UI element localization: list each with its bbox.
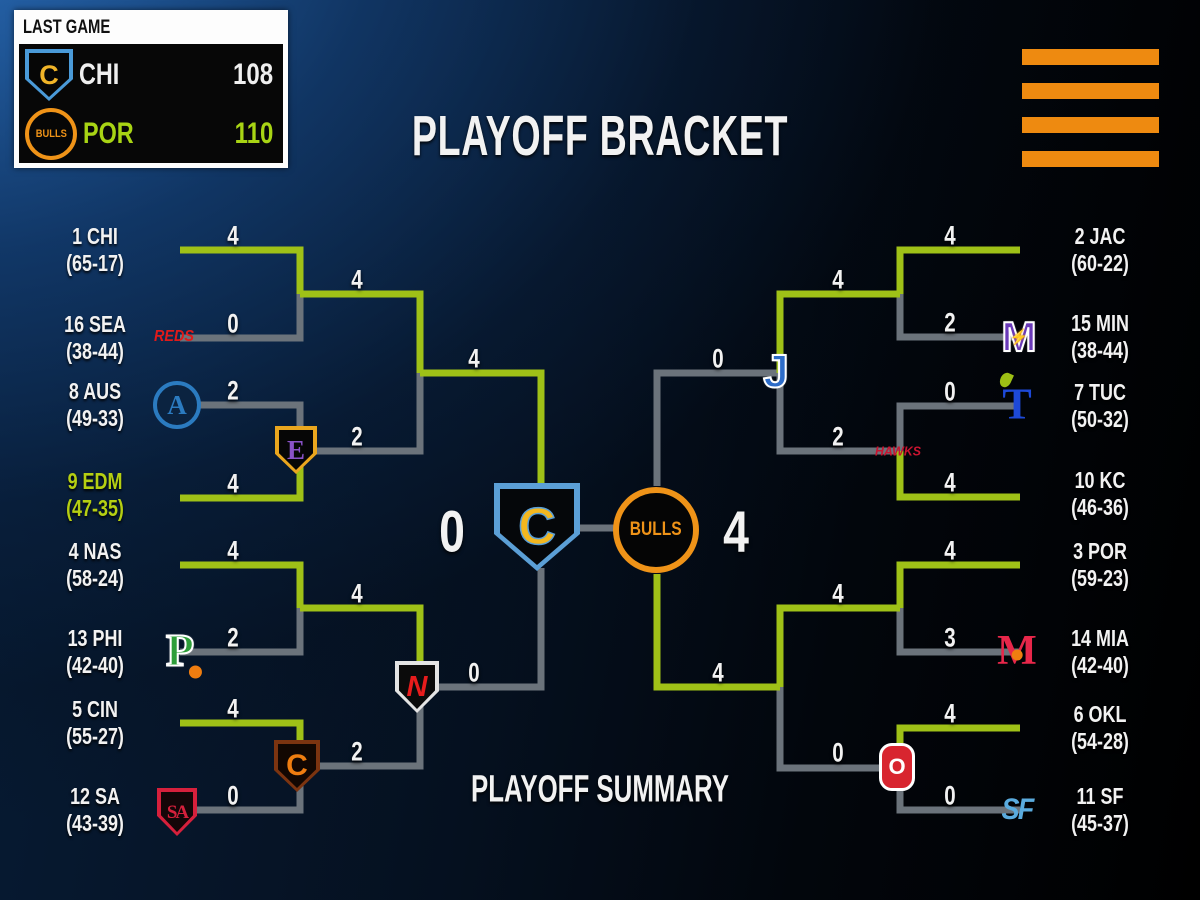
cin-logo-icon: C (274, 740, 320, 792)
series-score: 0 (468, 657, 480, 688)
last-game-team: POR (83, 117, 134, 150)
team-label-aus: 8 AUS(49-33) (66, 378, 124, 431)
last-game-score: 110 (234, 117, 273, 150)
series-score: 4 (944, 220, 956, 251)
series-score: 4 (227, 468, 239, 499)
team-label-edm: 9 EDM(47-35) (66, 468, 124, 521)
page-title: PLAYOFF BRACKET (411, 104, 789, 168)
tuc-logo-icon: T (997, 370, 1032, 430)
chi-crest-letter: C (39, 59, 59, 90)
por-finalist-crest-icon: BULLS (613, 487, 699, 573)
series-score: 4 (227, 220, 239, 251)
chi-crest-icon: C (25, 49, 73, 101)
bulls-crest-text: BULLS (35, 128, 67, 140)
sea-reds-logo-icon: REDS (153, 328, 195, 345)
nas-logo-icon: N (395, 661, 439, 713)
series-score: 0 (944, 780, 956, 811)
team-label-mia: 14 MIA(42-40) (1071, 625, 1129, 678)
last-game-score: 108 (232, 58, 273, 91)
team-label-nas: 4 NAS(58-24) (66, 538, 124, 591)
team-label-por: 3 POR(59-23) (1071, 538, 1129, 591)
series-score: 4 (944, 535, 956, 566)
series-score: 2 (227, 375, 239, 406)
series-score: 4 (832, 264, 844, 295)
menu-bar (1022, 151, 1159, 167)
edm-logo-icon: E (275, 426, 317, 474)
team-label-sf: 11 SF(45-37) (1071, 783, 1129, 836)
series-score: 3 (944, 622, 956, 653)
menu-bar (1022, 49, 1159, 65)
team-label-cin: 5 CIN(55-27) (66, 696, 124, 749)
series-score: 4 (944, 467, 956, 498)
series-score: 4 (227, 693, 239, 724)
team-label-chi: 1 CHI(65-17) (66, 223, 124, 276)
series-score: 0 (227, 308, 239, 339)
playoff-summary-button[interactable]: PLAYOFF SUMMARY (471, 768, 729, 811)
series-score: 4 (712, 657, 724, 688)
series-score: 0 (832, 737, 844, 768)
basketball-dot-icon (189, 665, 203, 679)
basketball-dot-icon (1011, 649, 1023, 661)
team-label-sea: 16 SEA(38-44) (64, 311, 126, 364)
bulls-crest-icon: BULLS (25, 108, 77, 160)
lightning-icon: ⚡ (1009, 329, 1029, 346)
jac-logo-icon: J (762, 344, 790, 398)
kc-hawks-logo-icon: HAWKS (875, 443, 921, 459)
series-score: 4 (944, 698, 956, 729)
series-score: 2 (227, 622, 239, 653)
series-score: 2 (944, 307, 956, 338)
okl-logo-icon: O (879, 743, 915, 791)
team-label-min: 15 MIN(38-44) (1071, 310, 1129, 363)
team-label-jac: 2 JAC(60-22) (1071, 223, 1129, 276)
last-game-panel: LAST GAME C CHI 108 BULLS POR 110 (14, 10, 288, 168)
last-game-row-por: BULLS POR 110 (25, 106, 273, 162)
last-game-body: C CHI 108 BULLS POR 110 (19, 44, 283, 163)
final-score-left: 0 (439, 499, 465, 565)
series-score: 4 (351, 264, 363, 295)
series-score: 2 (351, 736, 363, 767)
team-label-sa: 12 SA(43-39) (66, 783, 124, 836)
phi-logo-icon: P (165, 624, 203, 679)
team-label-phi: 13 PHI(42-40) (66, 625, 124, 678)
series-score: 4 (227, 535, 239, 566)
min-logo-icon: M ⚡ (1001, 312, 1038, 361)
final-score-right: 4 (723, 499, 749, 565)
aus-logo-icon: A (153, 381, 201, 429)
series-score: 0 (227, 780, 239, 811)
menu-bar (1022, 83, 1159, 99)
series-score: 4 (832, 578, 844, 609)
last-game-team: CHI (79, 58, 120, 91)
last-game-row-chi: C CHI 108 (25, 47, 273, 103)
sa-logo-icon: SA (157, 788, 197, 836)
series-score: 2 (351, 421, 363, 452)
mia-logo-icon: M (997, 627, 1037, 675)
series-score: 4 (351, 578, 363, 609)
series-score: 0 (712, 343, 724, 374)
series-score: 4 (468, 343, 480, 374)
team-label-tuc: 7 TUC(50-32) (1071, 379, 1129, 432)
sf-logo-icon: SF (1001, 793, 1035, 826)
team-label-kc: 10 KC(46-36) (1071, 467, 1129, 520)
menu-bar (1022, 117, 1159, 133)
series-score: 0 (944, 376, 956, 407)
team-label-okl: 6 OKL(54-28) (1071, 701, 1129, 754)
last-game-title: LAST GAME (23, 17, 111, 38)
chi-finalist-crest-icon: C (494, 483, 580, 571)
hamburger-menu-icon[interactable] (1022, 49, 1159, 167)
series-score: 2 (832, 421, 844, 452)
